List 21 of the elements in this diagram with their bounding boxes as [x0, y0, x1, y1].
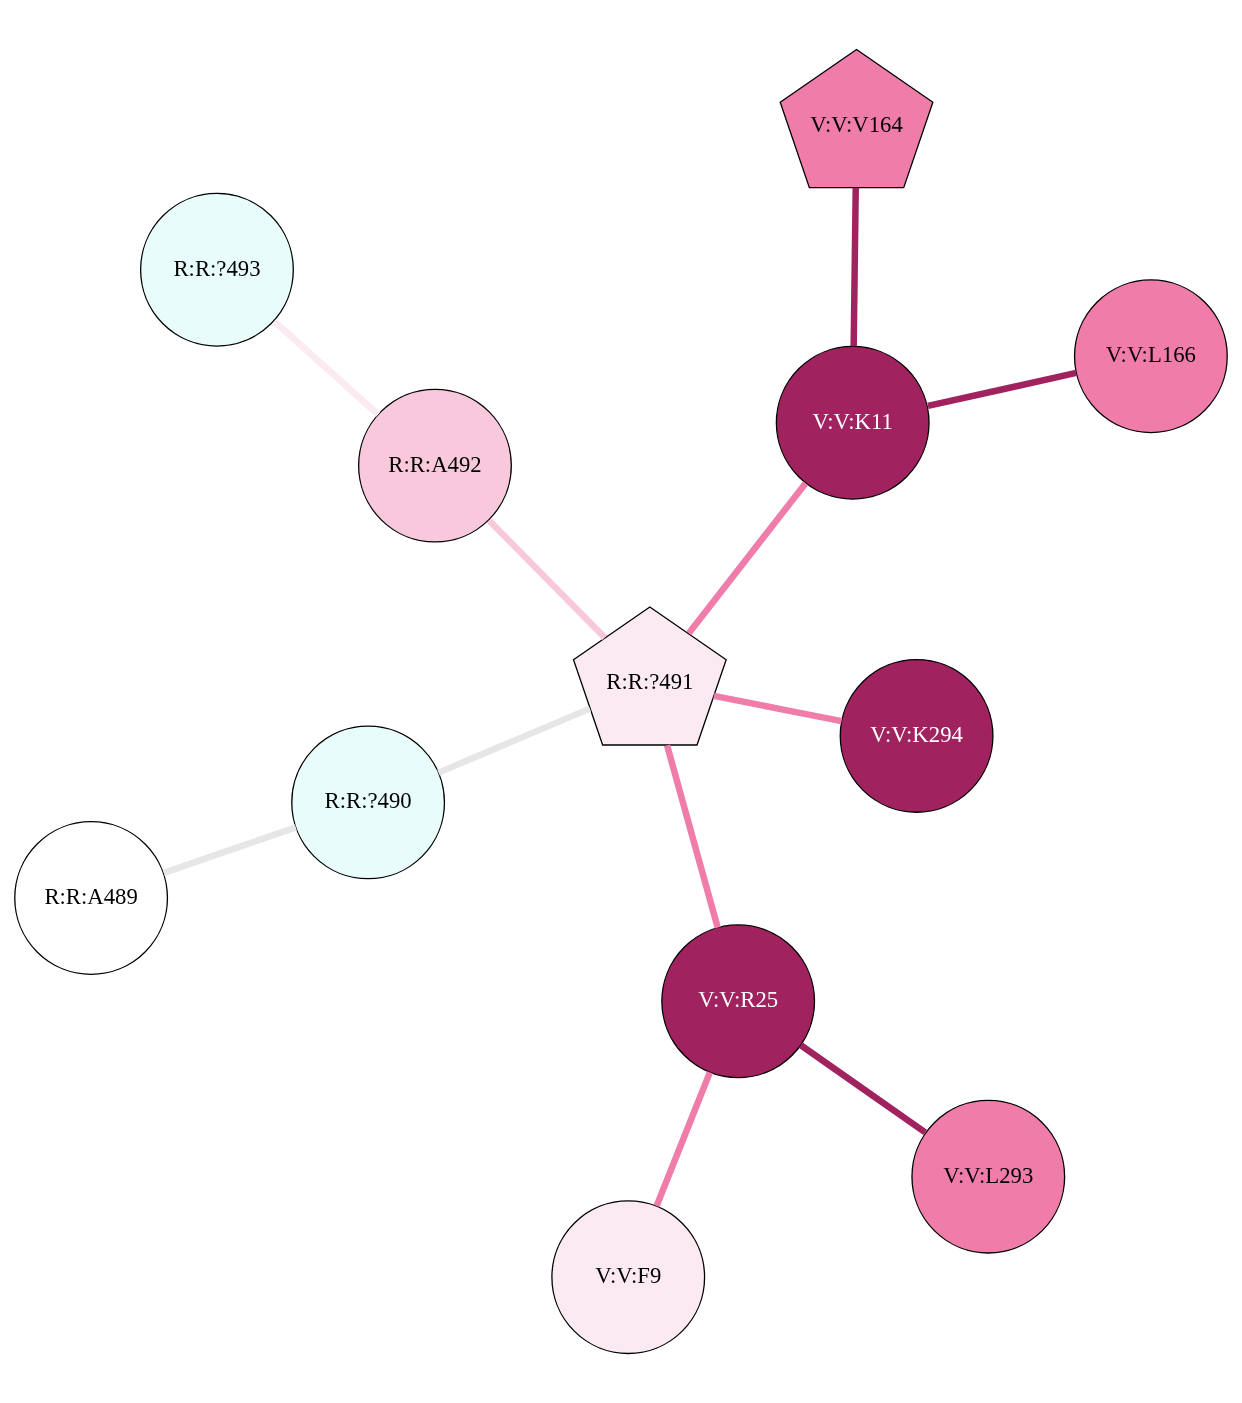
connector [272, 318, 381, 417]
node-circle: V:V:R25 [661, 924, 816, 1079]
connector [927, 369, 1077, 410]
node-circle: V:V:K294 [839, 658, 994, 813]
connector [850, 188, 859, 347]
node-circle: R:R:A492 [358, 388, 512, 543]
node-circle: V:V:F9 [551, 1200, 706, 1355]
connector [162, 824, 297, 876]
node-circle: V:V:L293 [911, 1099, 1066, 1254]
connector [686, 481, 809, 636]
node-circle: V:V:K11 [775, 345, 930, 500]
connector [663, 744, 721, 929]
node-circle: R:R:?493 [140, 192, 294, 347]
connector [653, 1071, 713, 1208]
connector [713, 692, 843, 725]
connector [486, 518, 608, 640]
node-circle: R:R:A489 [14, 821, 169, 975]
node-circle: R:R:?490 [291, 725, 446, 880]
connector [798, 1042, 928, 1136]
node-circle: V:V:L166 [1073, 279, 1228, 434]
connector [437, 705, 592, 776]
